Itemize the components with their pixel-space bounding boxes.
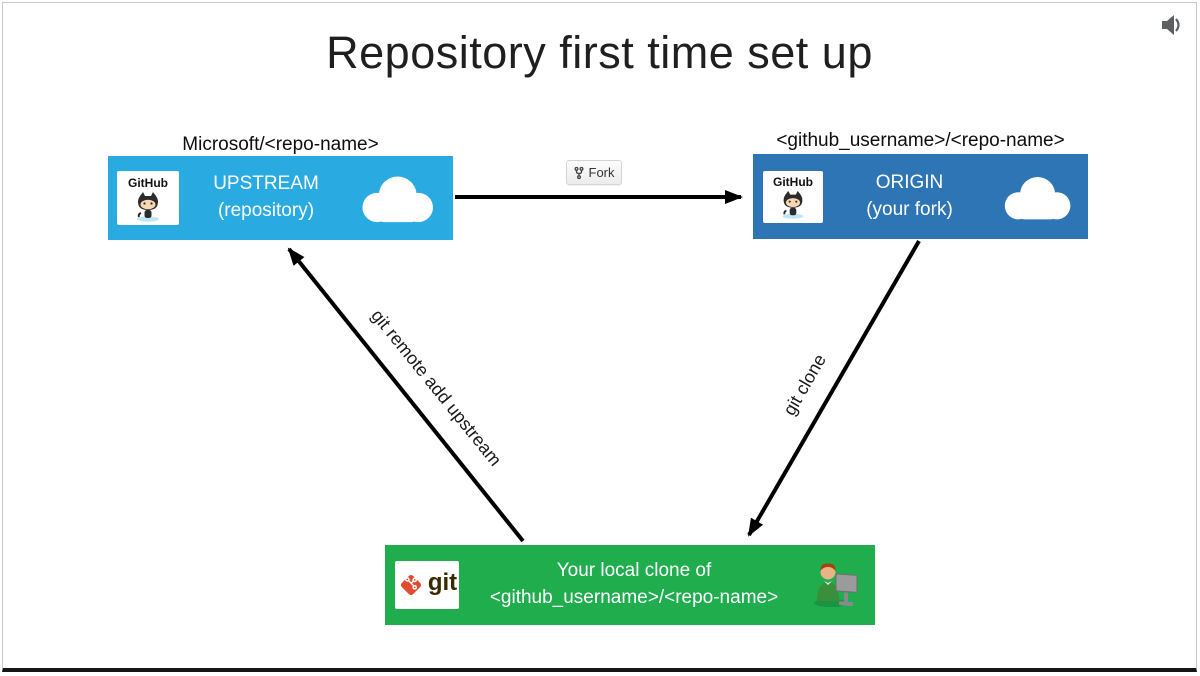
cloud-icon — [996, 170, 1076, 224]
upstream-node: GitHub UPSTREAM (repository) — [108, 156, 453, 240]
fork-icon — [573, 166, 584, 180]
page-title: Repository first time set up — [326, 27, 873, 78]
github-octocat-logo: GitHub — [117, 171, 179, 225]
origin-subtitle: (your fork) — [866, 198, 953, 220]
origin-repo-name-label: <github_username>/<repo-name> — [776, 130, 1065, 151]
local-clone-line2: <github_username>/<repo-name> — [489, 587, 779, 608]
git-clone-arrow — [747, 239, 921, 537]
upstream-subtitle: (repository) — [217, 200, 315, 221]
git-diamond-logo: git — [395, 561, 459, 609]
cloud-icon — [353, 169, 439, 227]
github-logo-text: GitHub — [128, 175, 168, 190]
local-clone-node: git Your local clone of <github_username… — [385, 545, 875, 625]
origin-node: GitHub ORIGIN (your fork) — [753, 154, 1088, 239]
local-clone-text: Your local clone of <github_username>/<r… — [459, 558, 809, 611]
origin-node-text: ORIGIN (your fork) — [823, 170, 996, 223]
speaker-icon[interactable] — [1157, 11, 1187, 39]
remote-add-arrow-label: git remote add upstream — [367, 305, 506, 470]
upstream-node-text: UPSTREAM (repository) — [179, 171, 353, 224]
fork-button: Fork — [566, 160, 622, 185]
github-logo-text: GitHub — [773, 175, 813, 189]
git-logo-text: git — [427, 569, 458, 596]
remote-add-arrow — [287, 247, 525, 543]
local-clone-line1: Your local clone of — [556, 560, 712, 582]
person-at-computer-icon — [809, 559, 861, 611]
git-clone-arrow-label: git clone — [779, 350, 830, 419]
upstream-repo-name-label: Microsoft/<repo-name> — [182, 134, 379, 155]
origin-name: ORIGIN — [875, 171, 944, 193]
fork-button-label: Fork — [588, 165, 615, 180]
github-octocat-logo: GitHub — [763, 170, 823, 223]
upstream-name: UPSTREAM — [213, 173, 319, 195]
